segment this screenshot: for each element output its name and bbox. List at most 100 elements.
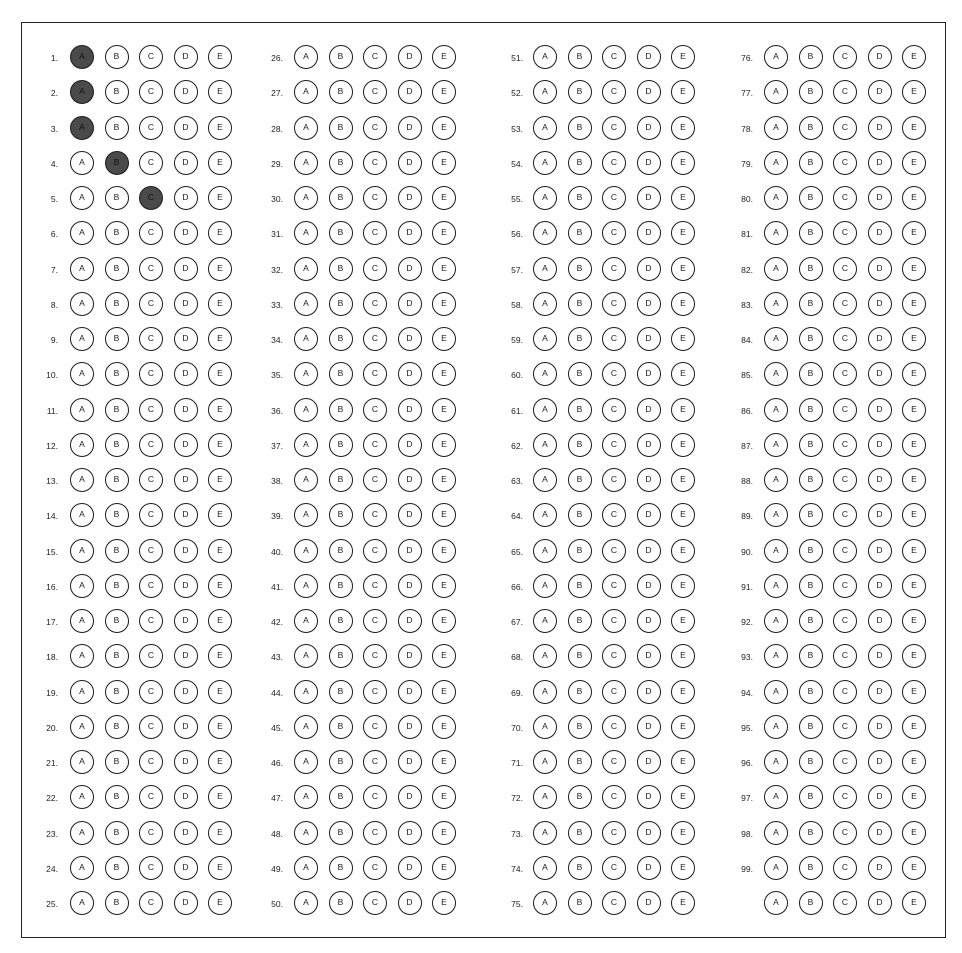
answer-bubble-b[interactable]: B — [798, 538, 823, 563]
answer-bubble-b[interactable]: B — [104, 186, 129, 210]
answer-bubble-c[interactable]: C — [139, 291, 163, 316]
answer-bubble-d[interactable]: D — [397, 80, 422, 105]
answer-bubble-e[interactable]: E — [671, 644, 695, 669]
answer-bubble-c[interactable]: C — [139, 538, 163, 563]
answer-bubble-c[interactable]: C — [602, 80, 626, 105]
answer-bubble-a[interactable]: A — [70, 503, 94, 528]
answer-bubble-d[interactable]: D — [173, 327, 198, 351]
answer-bubble-b[interactable]: B — [798, 397, 823, 422]
answer-bubble-c[interactable]: C — [363, 362, 387, 387]
answer-bubble-a[interactable]: A — [764, 891, 788, 915]
answer-bubble-b[interactable]: B — [104, 785, 129, 810]
answer-bubble-a[interactable]: A — [533, 820, 557, 845]
answer-bubble-e[interactable]: E — [902, 609, 926, 633]
answer-bubble-d[interactable]: D — [397, 503, 422, 528]
answer-bubble-b[interactable]: B — [328, 115, 353, 140]
answer-bubble-b[interactable]: B — [567, 256, 592, 281]
answer-bubble-a[interactable]: A — [70, 45, 94, 69]
answer-bubble-b[interactable]: B — [567, 432, 592, 457]
answer-bubble-a[interactable]: A — [764, 714, 788, 739]
answer-bubble-c[interactable]: C — [139, 573, 163, 598]
answer-bubble-c[interactable]: C — [602, 468, 626, 492]
answer-bubble-d[interactable]: D — [397, 750, 422, 774]
answer-bubble-c[interactable]: C — [602, 714, 626, 739]
answer-bubble-c[interactable]: C — [602, 503, 626, 528]
answer-bubble-c[interactable]: C — [602, 327, 626, 351]
answer-bubble-a[interactable]: A — [70, 679, 94, 704]
answer-bubble-e[interactable]: E — [432, 714, 456, 739]
answer-bubble-d[interactable]: D — [173, 855, 198, 880]
answer-bubble-b[interactable]: B — [567, 644, 592, 669]
answer-bubble-e[interactable]: E — [902, 45, 926, 69]
answer-bubble-e[interactable]: E — [902, 820, 926, 845]
answer-bubble-d[interactable]: D — [636, 45, 661, 69]
answer-bubble-b[interactable]: B — [567, 855, 592, 880]
answer-bubble-d[interactable]: D — [173, 785, 198, 810]
answer-bubble-d[interactable]: D — [397, 397, 422, 422]
answer-bubble-e[interactable]: E — [902, 186, 926, 210]
answer-bubble-d[interactable]: D — [636, 679, 661, 704]
answer-bubble-a[interactable]: A — [70, 855, 94, 880]
answer-bubble-d[interactable]: D — [173, 221, 198, 246]
answer-bubble-c[interactable]: C — [139, 785, 163, 810]
answer-bubble-b[interactable]: B — [567, 291, 592, 316]
answer-bubble-a[interactable]: A — [533, 45, 557, 69]
answer-bubble-b[interactable]: B — [798, 714, 823, 739]
answer-bubble-e[interactable]: E — [208, 891, 232, 915]
answer-bubble-e[interactable]: E — [671, 538, 695, 563]
answer-bubble-a[interactable]: A — [533, 679, 557, 704]
answer-bubble-c[interactable]: C — [833, 397, 857, 422]
answer-bubble-b[interactable]: B — [567, 80, 592, 105]
answer-bubble-e[interactable]: E — [671, 750, 695, 774]
answer-bubble-d[interactable]: D — [636, 256, 661, 281]
answer-bubble-a[interactable]: A — [533, 714, 557, 739]
answer-bubble-d[interactable]: D — [867, 186, 892, 210]
answer-bubble-e[interactable]: E — [432, 221, 456, 246]
answer-bubble-a[interactable]: A — [533, 221, 557, 246]
answer-bubble-a[interactable]: A — [764, 150, 788, 175]
answer-bubble-e[interactable]: E — [208, 609, 232, 633]
answer-bubble-a[interactable]: A — [764, 503, 788, 528]
answer-bubble-b[interactable]: B — [567, 538, 592, 563]
answer-bubble-a[interactable]: A — [70, 432, 94, 457]
answer-bubble-e[interactable]: E — [902, 714, 926, 739]
answer-bubble-b[interactable]: B — [328, 891, 353, 915]
answer-bubble-c[interactable]: C — [602, 256, 626, 281]
answer-bubble-c[interactable]: C — [139, 750, 163, 774]
answer-bubble-c[interactable]: C — [833, 327, 857, 351]
answer-bubble-b[interactable]: B — [104, 644, 129, 669]
answer-bubble-b[interactable]: B — [328, 644, 353, 669]
answer-bubble-a[interactable]: A — [294, 397, 318, 422]
answer-bubble-b[interactable]: B — [567, 115, 592, 140]
answer-bubble-c[interactable]: C — [139, 327, 163, 351]
answer-bubble-b[interactable]: B — [328, 256, 353, 281]
answer-bubble-e[interactable]: E — [208, 785, 232, 810]
answer-bubble-d[interactable]: D — [397, 468, 422, 492]
answer-bubble-d[interactable]: D — [867, 115, 892, 140]
answer-bubble-c[interactable]: C — [139, 820, 163, 845]
answer-bubble-a[interactable]: A — [533, 609, 557, 633]
answer-bubble-e[interactable]: E — [208, 750, 232, 774]
answer-bubble-b[interactable]: B — [328, 785, 353, 810]
answer-bubble-b[interactable]: B — [328, 573, 353, 598]
answer-bubble-e[interactable]: E — [671, 186, 695, 210]
answer-bubble-b[interactable]: B — [104, 432, 129, 457]
answer-bubble-b[interactable]: B — [104, 397, 129, 422]
answer-bubble-c[interactable]: C — [602, 785, 626, 810]
answer-bubble-e[interactable]: E — [208, 221, 232, 246]
answer-bubble-a[interactable]: A — [764, 538, 788, 563]
answer-bubble-c[interactable]: C — [363, 291, 387, 316]
answer-bubble-d[interactable]: D — [867, 80, 892, 105]
answer-bubble-a[interactable]: A — [533, 80, 557, 105]
answer-bubble-d[interactable]: D — [397, 115, 422, 140]
answer-bubble-c[interactable]: C — [833, 115, 857, 140]
answer-bubble-e[interactable]: E — [432, 256, 456, 281]
answer-bubble-a[interactable]: A — [294, 256, 318, 281]
answer-bubble-c[interactable]: C — [363, 45, 387, 69]
answer-bubble-b[interactable]: B — [104, 503, 129, 528]
answer-bubble-e[interactable]: E — [208, 397, 232, 422]
answer-bubble-d[interactable]: D — [173, 362, 198, 387]
answer-bubble-c[interactable]: C — [833, 750, 857, 774]
answer-bubble-b[interactable]: B — [104, 150, 129, 175]
answer-bubble-e[interactable]: E — [671, 115, 695, 140]
